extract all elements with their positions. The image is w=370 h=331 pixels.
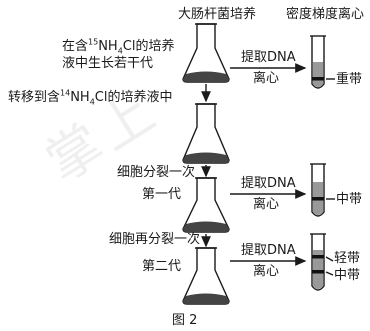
label-second-generation: 第二代 — [142, 259, 182, 274]
figure-caption: 图 2 — [172, 313, 198, 328]
step-transfer: 转移到含14NH4Cl的培养液中 — [8, 88, 173, 107]
flask-2 — [182, 103, 230, 164]
tube-2 — [310, 163, 335, 217]
step-divide-again: 细胞再分裂一次 — [109, 232, 201, 247]
tube-1-band-heavy — [312, 77, 324, 81]
step-grow-line1: 在含15NH4Cl的培养 — [62, 37, 175, 56]
tube-3-band-light — [312, 255, 324, 259]
process-extract-1: 提取DNA — [241, 50, 296, 65]
step-grow-line2: 液中生长若干代 — [62, 56, 154, 71]
band-label-middle-1: 中带 — [336, 192, 363, 207]
flask-3 — [182, 177, 230, 233]
tube-1 — [310, 35, 335, 89]
flask-4 — [182, 247, 230, 305]
label-first-generation: 第一代 — [142, 187, 182, 202]
header-culture: 大肠杆菌培养 — [178, 7, 257, 22]
band-label-middle-2: 中带 — [334, 268, 361, 283]
band-label-light: 轻带 — [334, 251, 361, 266]
process-centrifuge-2: 离心 — [253, 197, 280, 212]
flask-1 — [182, 23, 230, 83]
process-extract-3: 提取DNA — [241, 243, 296, 258]
process-centrifuge-1: 离心 — [253, 71, 280, 86]
header-centrifuge: 密度梯度离心 — [286, 7, 365, 22]
tube-3-band-middle — [312, 270, 324, 274]
process-extract-2: 提取DNA — [241, 176, 296, 191]
process-centrifuge-3: 离心 — [253, 264, 280, 279]
band-label-heavy: 重带 — [336, 72, 363, 87]
step-divide-once: 细胞分裂一次 — [117, 165, 196, 180]
tube-3 — [310, 233, 334, 291]
tube-2-band-middle — [312, 197, 324, 201]
